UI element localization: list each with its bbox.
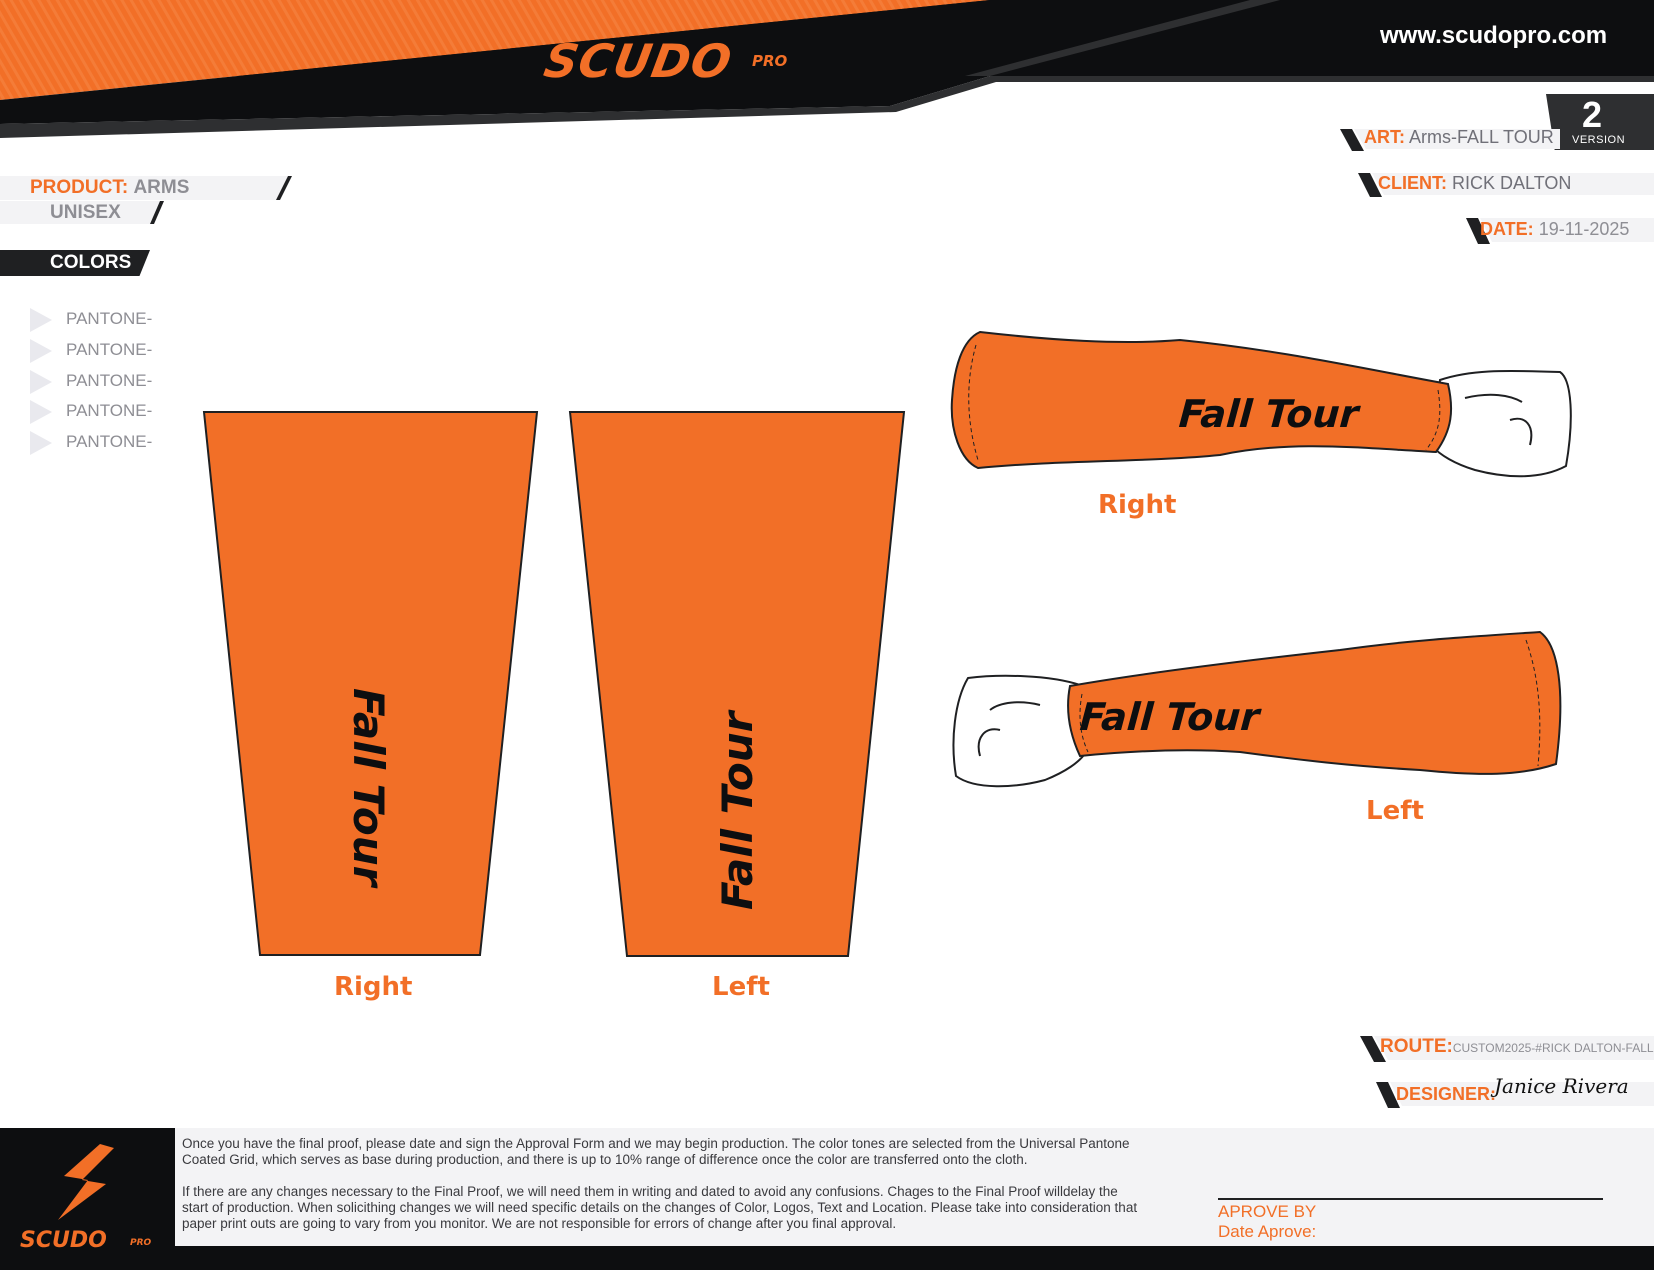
flat-left-text: Fall Tour	[713, 709, 762, 910]
client-label: CLIENT:	[1378, 173, 1447, 193]
art-field: ART: Arms-FALL TOUR	[1364, 127, 1554, 148]
art-value: Arms-FALL TOUR	[1409, 127, 1554, 147]
date-label: DATE:	[1480, 219, 1534, 239]
designer-field: DESIGNER:	[1396, 1084, 1496, 1105]
footer-panel	[175, 1128, 1654, 1246]
date-field: DATE: 19-11-2025	[1480, 219, 1629, 240]
product-gender: UNISEX	[50, 202, 121, 223]
disclaimer-paragraph-1: Once you have the final proof, please da…	[182, 1136, 1130, 1167]
website-link[interactable]: www.scudopro.com	[1380, 22, 1608, 49]
flat-left-label: Left	[712, 972, 770, 1002]
brand-logo-suffix: PRO	[752, 52, 788, 70]
arm-left-label: Left	[1366, 796, 1424, 826]
version-badge	[1546, 94, 1654, 150]
route-label: ROUTE:	[1380, 1036, 1453, 1057]
arm-right-label: Right	[1098, 490, 1177, 520]
approve-by-label: APROVE BY	[1218, 1202, 1317, 1221]
colors-title: COLORS	[50, 252, 132, 273]
product-label: PRODUCT:	[30, 177, 129, 198]
triangle-icon	[30, 370, 52, 394]
route-field: ROUTE:CUSTOM2025-#RICK DALTON-FALL TOUR	[1380, 1036, 1654, 1058]
product-field: PRODUCT: ARMS	[30, 177, 189, 199]
client-field: CLIENT: RICK DALTON	[1378, 173, 1571, 194]
client-value: RICK DALTON	[1452, 173, 1572, 193]
art-label: ART:	[1364, 127, 1405, 147]
header-banner	[0, 0, 1654, 138]
product-tag-shapes	[0, 176, 292, 224]
footer-brand-logo: SCUDO	[20, 1228, 107, 1253]
arm-sleeve-right: Fall Tour	[950, 330, 1572, 478]
designer-signature: Janice Rivera	[1494, 1074, 1629, 1098]
triangle-icon	[30, 308, 52, 332]
triangle-icon	[30, 431, 52, 455]
sleeve-drawings: Fall Tour Fall Tour Fall Tour Fall Tour	[202, 330, 1572, 957]
disclaimer-paragraph-2: If there are any changes necessary to th…	[182, 1184, 1138, 1231]
footer-brand-suffix: PRO	[130, 1238, 152, 1248]
date-value: 19-11-2025	[1538, 219, 1630, 239]
route-value: CUSTOM2025-#RICK DALTON-FALL TOUR	[1452, 1041, 1654, 1055]
flat-sleeve-right: Fall Tour	[202, 411, 539, 956]
meta-tag-shapes	[1340, 129, 1654, 244]
version-label: VERSION	[1572, 134, 1626, 146]
arm-right-text: Fall Tour	[1178, 392, 1363, 436]
flat-right-text: Fall Tour	[344, 688, 393, 889]
flat-sleeve-left: Fall Tour	[568, 411, 906, 957]
route-tag-shapes	[1360, 1036, 1654, 1108]
triangle-icon	[30, 400, 52, 424]
colors-header	[0, 250, 150, 276]
flat-right-label: Right	[334, 972, 413, 1002]
version-number: 2	[1582, 94, 1603, 135]
product-value: ARMS	[133, 177, 190, 198]
arm-sleeve-left: Fall Tour	[952, 630, 1562, 788]
arm-left-text: Fall Tour	[1078, 695, 1263, 739]
approval-signature-line[interactable]	[1218, 1198, 1603, 1200]
designer-label: DESIGNER:	[1396, 1084, 1497, 1104]
triangle-icon	[30, 339, 52, 363]
footer-bottom-bar	[0, 1246, 1654, 1270]
date-approve-label: Date Aprove:	[1218, 1222, 1317, 1241]
scudo-emblem-icon	[58, 1144, 114, 1220]
